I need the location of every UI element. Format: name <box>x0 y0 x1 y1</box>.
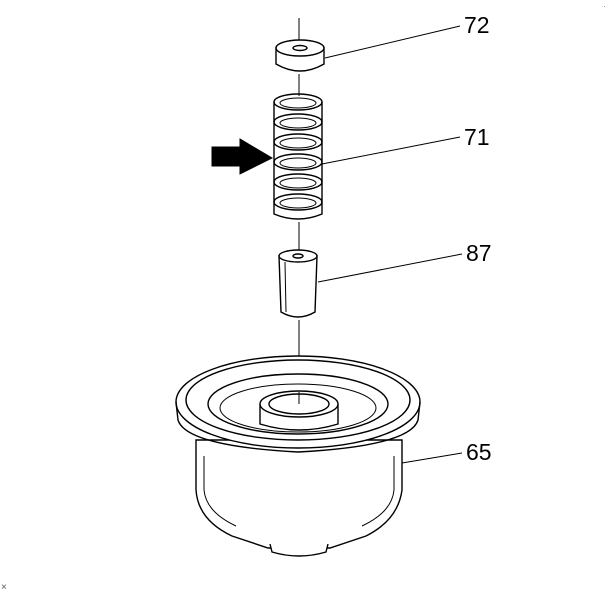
corner-mark-bottom-left: × <box>1 582 7 593</box>
callout-71: 71 <box>464 124 490 150</box>
callout-72: 72 <box>464 12 490 38</box>
cap-part-72 <box>275 39 325 72</box>
leader-line-71 <box>321 136 461 165</box>
leader-line-65 <box>401 452 463 464</box>
spring-part-71 <box>273 93 323 220</box>
arrow-icon <box>211 138 274 175</box>
leader-line-72 <box>324 25 461 59</box>
corner-mark-top-right: · <box>603 1 606 11</box>
sleeve-part-87 <box>278 249 318 318</box>
housing-part-65 <box>175 355 421 557</box>
callout-87: 87 <box>466 240 492 266</box>
callout-65: 65 <box>466 439 492 465</box>
leader-line-87 <box>317 253 463 283</box>
